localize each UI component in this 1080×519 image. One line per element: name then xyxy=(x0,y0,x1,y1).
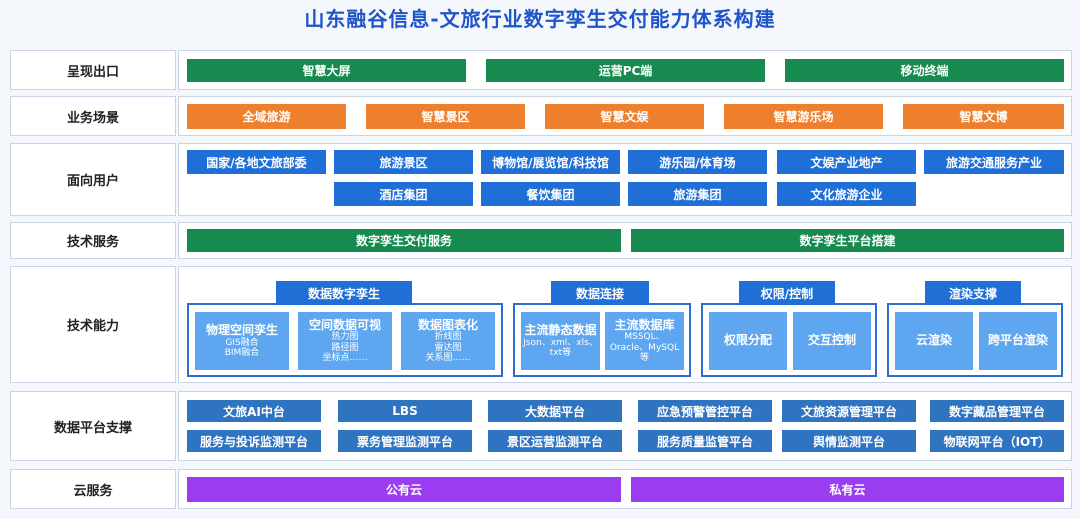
block-scenario-5: 智慧文博 xyxy=(903,104,1064,129)
block-mobile-terminal: 移动终端 xyxy=(785,59,1064,82)
card-main: 物理空间孪生 xyxy=(205,322,278,337)
card-main: 权限分配 xyxy=(723,333,772,348)
block-private-cloud: 私有云 xyxy=(631,477,1064,502)
group-header-data-connect: 数据连接 xyxy=(551,281,649,305)
row-panel-tech-ability: 物理空间孪生 GIS融合 BIM融合 空间数据可视 热力图 路径图 坐标点…… … xyxy=(178,266,1072,383)
card-permission-assign: 权限分配 xyxy=(709,312,787,370)
card-sub: Json、xml、xls、 xyxy=(523,337,598,348)
card-main: 云渲染 xyxy=(915,333,952,348)
block-platform-8: 票务管理监测平台 xyxy=(338,430,472,452)
group-header-permission: 权限/控制 xyxy=(739,281,835,305)
block-user-3: 博物馆/展览馆/科技馆 xyxy=(481,150,620,174)
card-cloud-render: 云渲染 xyxy=(895,312,973,370)
card-main: 数据图表化 xyxy=(417,317,478,332)
row-panel-scenario: 全域旅游 智慧景区 智慧文娱 智慧游乐场 智慧文博 xyxy=(178,96,1072,136)
block-platform-4: 应急预警管控平台 xyxy=(638,400,772,422)
block-public-cloud: 公有云 xyxy=(187,477,621,502)
card-sub: 路径图 xyxy=(331,342,359,353)
group-header-data-twin: 数据数字孪生 xyxy=(276,281,412,305)
block-platform-11: 舆情监测平台 xyxy=(782,430,916,452)
row-panel-users: 国家/各地文旅部委 旅游景区 博物馆/展览馆/科技馆 游乐园/体育场 文娱产业地… xyxy=(178,143,1072,216)
block-scenario-2: 智慧景区 xyxy=(366,104,525,129)
block-platform-7: 服务与投诉监测平台 xyxy=(187,430,321,452)
block-platform-2: LBS xyxy=(338,400,472,422)
card-sub: MSSQL、 xyxy=(624,332,665,343)
card-sub: Oracle、MySQL xyxy=(609,342,680,353)
group-box-data-twin: 物理空间孪生 GIS融合 BIM融合 空间数据可视 热力图 路径图 坐标点…… … xyxy=(187,303,503,377)
block-platform-6: 数字藏品管理平台 xyxy=(930,400,1064,422)
block-user-10: 文化旅游企业 xyxy=(777,182,916,206)
row-panel-tech-service: 数字孪生交付服务 数字孪生平台搭建 xyxy=(178,222,1072,259)
row-label-users: 面向用户 xyxy=(10,143,176,216)
block-scenario-1: 全域旅游 xyxy=(187,104,346,129)
card-main: 主流静态数据 xyxy=(524,322,597,337)
block-user-8: 餐饮集团 xyxy=(481,182,620,206)
row-panel-presentation: 智慧大屏 运营PC端 移动终端 xyxy=(178,50,1072,90)
row-label-data-platform: 数据平台支撑 xyxy=(10,391,176,461)
row-label-tech-ability: 技术能力 xyxy=(10,266,176,383)
block-twin-delivery: 数字孪生交付服务 xyxy=(187,229,621,252)
group-box-data-connect: 主流静态数据 Json、xml、xls、 txt等 主流数据库 MSSQL、 O… xyxy=(513,303,691,377)
card-sub: 折线图 xyxy=(434,332,462,343)
block-twin-platform: 数字孪生平台搭建 xyxy=(631,229,1064,252)
card-interaction-control: 交互控制 xyxy=(793,312,871,370)
card-sub: 等 xyxy=(639,353,649,364)
card-sub: 雷达图 xyxy=(434,342,462,353)
row-label-cloud: 云服务 xyxy=(10,469,176,509)
card-sub: 坐标点…… xyxy=(322,353,368,364)
row-panel-cloud: 公有云 私有云 xyxy=(178,469,1072,509)
block-user-9: 旅游集团 xyxy=(628,182,767,206)
block-user-1: 国家/各地文旅部委 xyxy=(187,150,326,174)
card-sub: 关系图…… xyxy=(425,353,471,364)
card-main: 跨平台渲染 xyxy=(987,333,1048,348)
block-platform-3: 大数据平台 xyxy=(488,400,622,422)
block-user-7: 酒店集团 xyxy=(334,182,473,206)
card-spatial-visual: 空间数据可视 热力图 路径图 坐标点…… xyxy=(298,312,392,370)
block-scenario-3: 智慧文娱 xyxy=(545,104,704,129)
group-header-render: 渲染支撑 xyxy=(925,281,1021,305)
block-user-6: 旅游交通服务产业 xyxy=(924,150,1064,174)
row-label-tech-service: 技术服务 xyxy=(10,222,176,259)
block-pc-terminal: 运营PC端 xyxy=(486,59,765,82)
block-platform-5: 文旅资源管理平台 xyxy=(782,400,916,422)
block-platform-10: 服务质量监管平台 xyxy=(638,430,772,452)
block-platform-1: 文旅AI中台 xyxy=(187,400,321,422)
card-main: 主流数据库 xyxy=(614,317,675,332)
block-platform-9: 景区运营监测平台 xyxy=(488,430,622,452)
page-title: 山东融谷信息-文旅行业数字孪生交付能力体系构建 xyxy=(304,7,776,31)
card-physical-twin: 物理空间孪生 GIS融合 BIM融合 xyxy=(195,312,289,370)
card-main: 空间数据可视 xyxy=(308,317,381,332)
block-platform-12: 物联网平台（IOT） xyxy=(930,430,1064,452)
block-user-5: 文娱产业地产 xyxy=(777,150,916,174)
card-data-chart: 数据图表化 折线图 雷达图 关系图…… xyxy=(401,312,495,370)
group-box-render: 云渲染 跨平台渲染 xyxy=(887,303,1063,377)
card-cross-platform-render: 跨平台渲染 xyxy=(979,312,1057,370)
card-sub: GIS融合 xyxy=(225,337,259,348)
block-user-2: 旅游景区 xyxy=(334,150,473,174)
group-box-permission: 权限分配 交互控制 xyxy=(701,303,877,377)
card-database: 主流数据库 MSSQL、 Oracle、MySQL 等 xyxy=(605,312,684,370)
block-user-4: 游乐园/体育场 xyxy=(628,150,767,174)
card-static-data: 主流静态数据 Json、xml、xls、 txt等 xyxy=(521,312,600,370)
row-panel-data-platform: 文旅AI中台 LBS 大数据平台 应急预警管控平台 文旅资源管理平台 数字藏品管… xyxy=(178,391,1072,461)
row-label-presentation: 呈现出口 xyxy=(10,50,176,90)
block-smart-screen: 智慧大屏 xyxy=(187,59,466,82)
card-sub: 热力图 xyxy=(331,332,359,343)
card-sub: txt等 xyxy=(549,347,572,358)
card-main: 交互控制 xyxy=(807,333,856,348)
block-scenario-4: 智慧游乐场 xyxy=(724,104,883,129)
row-label-scenario: 业务场景 xyxy=(10,96,176,136)
card-sub: BIM融合 xyxy=(224,347,260,358)
